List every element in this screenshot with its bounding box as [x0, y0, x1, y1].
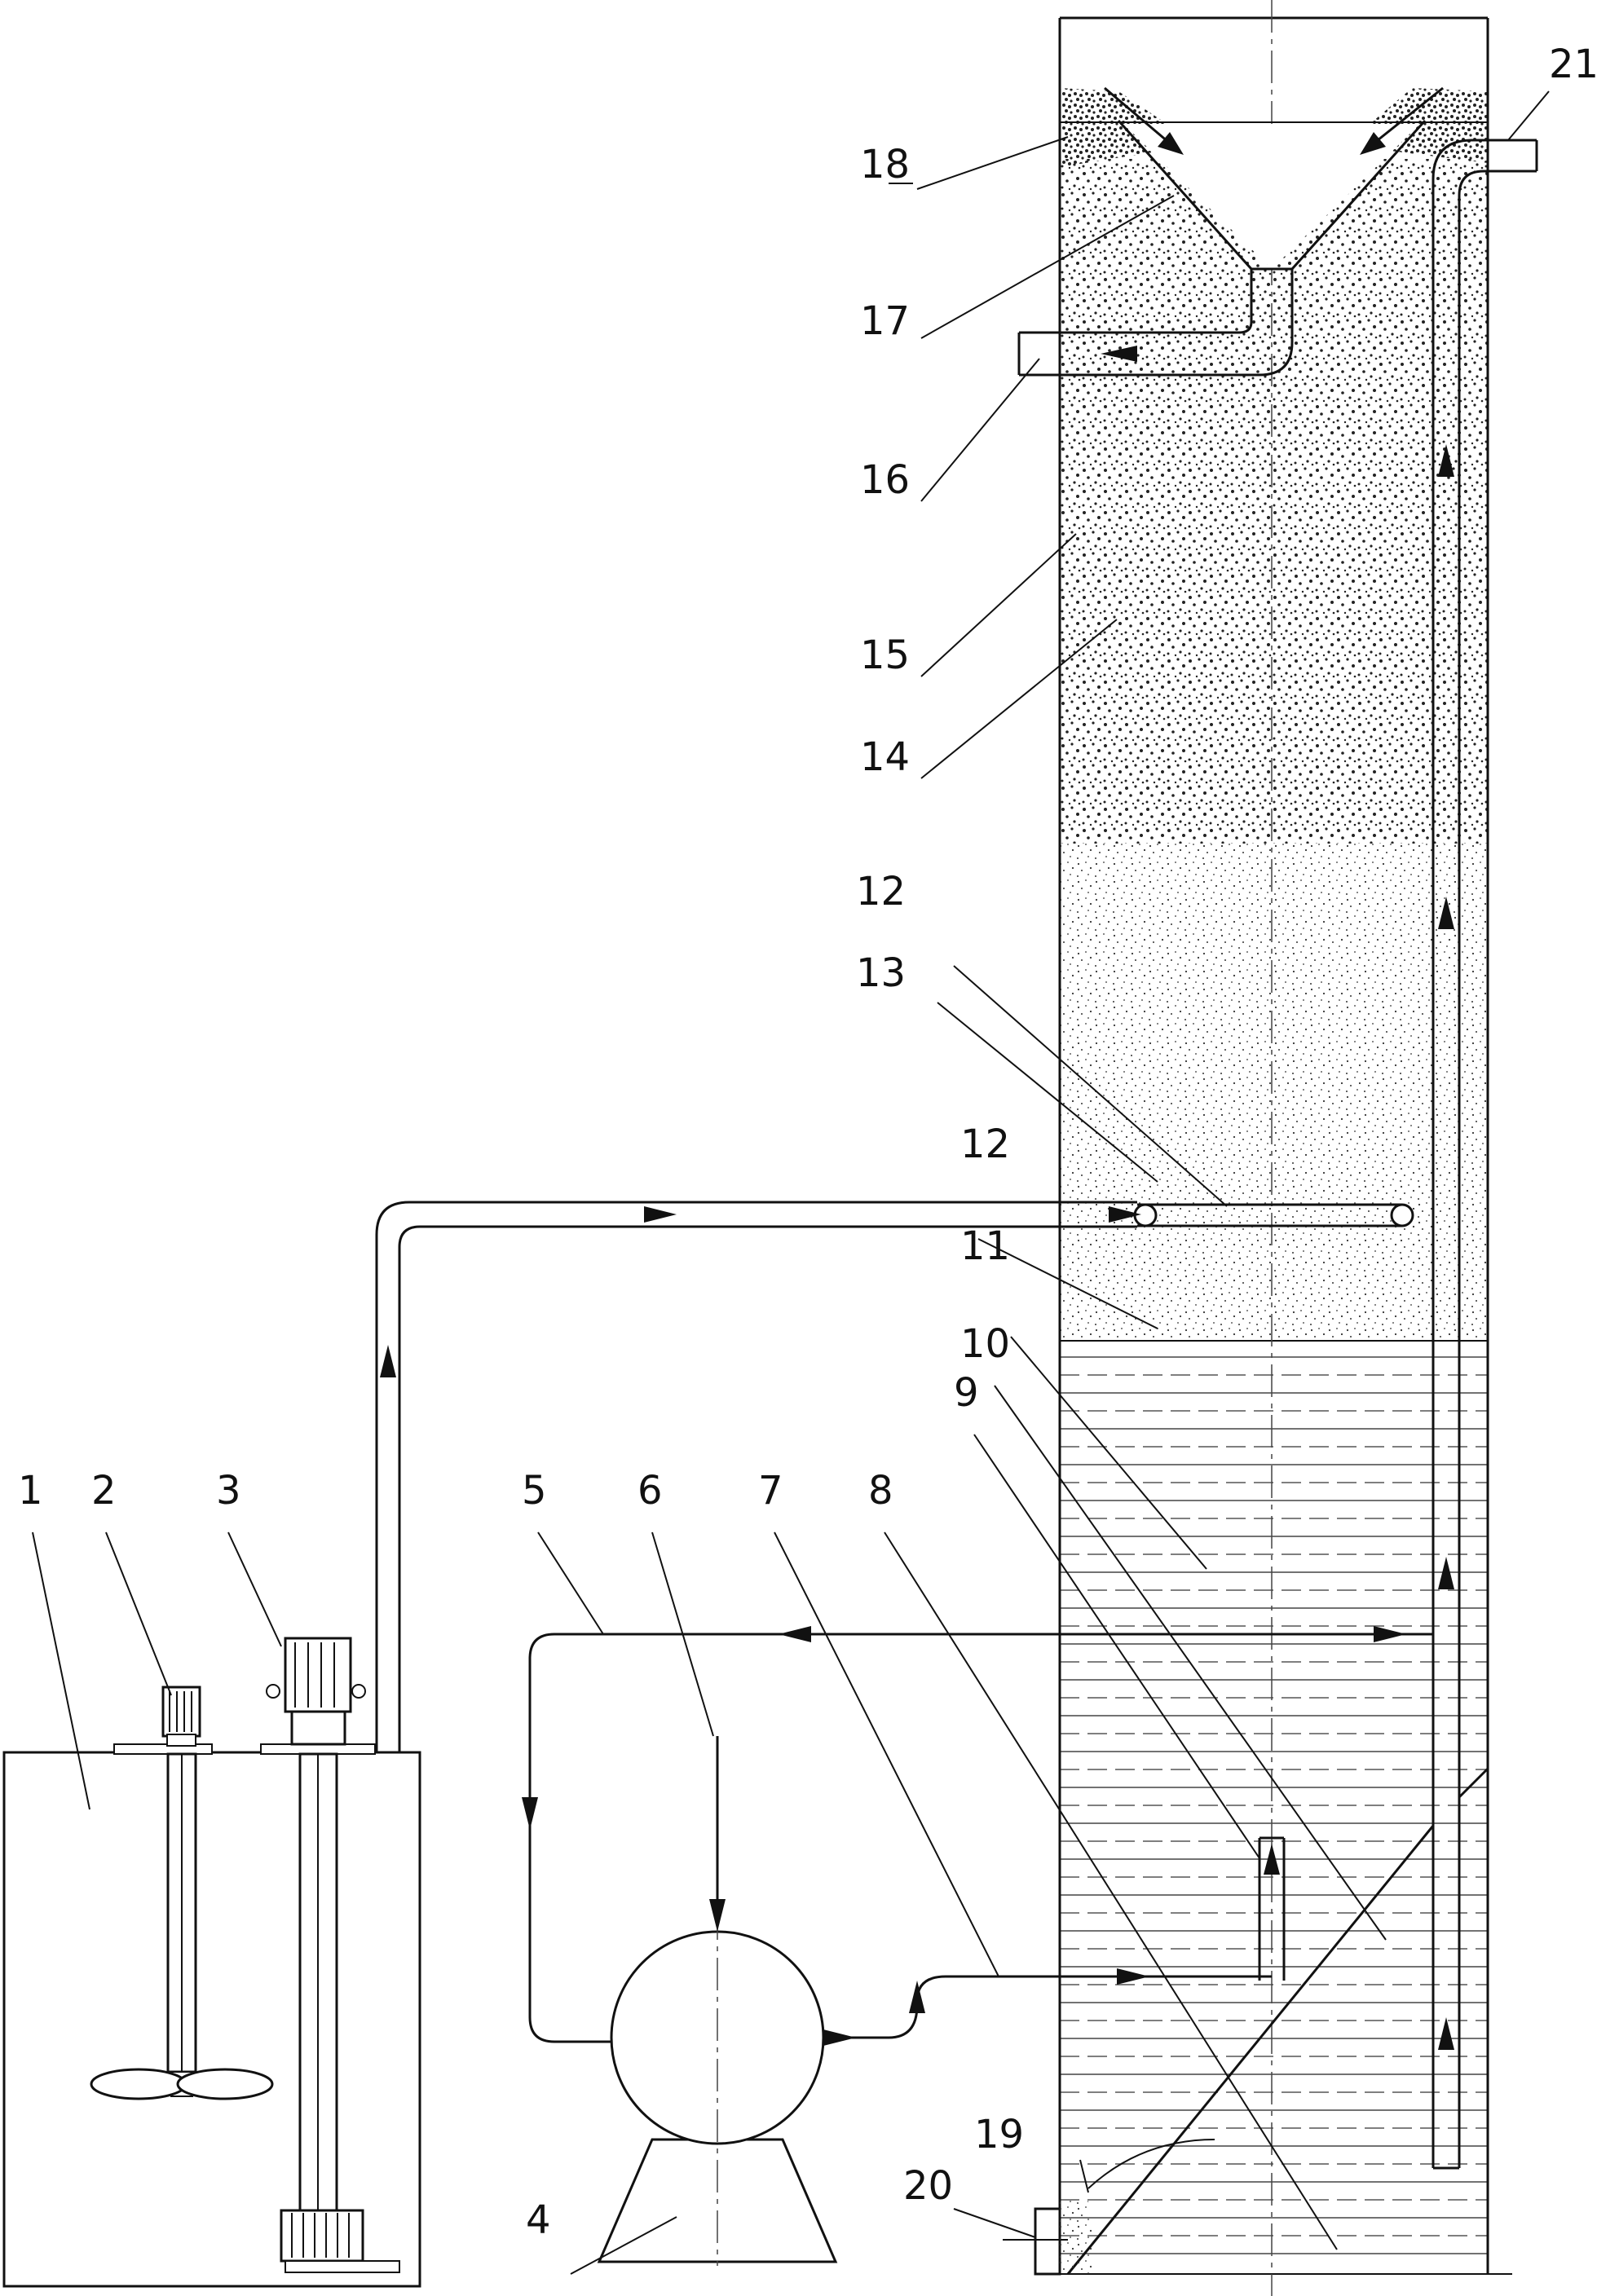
- label-12-lower: 12: [960, 1122, 1010, 1167]
- label-20: 20: [903, 2163, 953, 2209]
- label-17: 17: [860, 298, 910, 344]
- reactor-column: [1035, 0, 1512, 2296]
- label-8: 8: [868, 1468, 893, 1514]
- label-3: 3: [216, 1468, 241, 1514]
- label-5: 5: [522, 1468, 547, 1514]
- label-1: 1: [18, 1468, 43, 1514]
- label-12-upper: 12: [856, 869, 906, 914]
- label-10: 10: [960, 1321, 1010, 1367]
- riser-pipe: [1432, 139, 1538, 2170]
- distributor: [1133, 1203, 1414, 1227]
- label-13: 13: [856, 950, 906, 996]
- inner-inlet-pipe: [1258, 1836, 1286, 1981]
- label-16: 16: [860, 457, 910, 503]
- label-19: 19: [974, 2112, 1024, 2157]
- liquid-zone: [1060, 1356, 1488, 2254]
- label-7: 7: [758, 1468, 783, 1514]
- sludge-bed-fine: [1060, 844, 1488, 1341]
- label-9: 9: [954, 1370, 979, 1416]
- sludge-bed-coarse: [1060, 159, 1488, 844]
- inclined-plate: [1003, 1767, 1489, 2276]
- tank: [2, 1637, 421, 2288]
- pump: [597, 1736, 838, 2266]
- pump-outlet-line: [807, 1968, 1272, 2046]
- three-phase-separator: [1017, 86, 1488, 377]
- leader-lines: [32, 90, 1550, 2275]
- feed-line: [375, 1201, 1141, 1948]
- label-14: 14: [860, 734, 910, 780]
- label-2: 2: [91, 1468, 117, 1514]
- label-18: 18: [860, 142, 910, 187]
- label-4: 4: [526, 2197, 551, 2243]
- label-15: 15: [860, 632, 910, 678]
- part-labels: 1 2 3 4 5 6 7 8 9 10 11 12 12 13 14 15 1…: [18, 42, 1599, 2243]
- recirculation-line: [522, 1626, 1433, 2043]
- label-11: 11: [960, 1223, 1010, 1269]
- label-6: 6: [637, 1468, 663, 1514]
- label-21: 21: [1549, 42, 1599, 87]
